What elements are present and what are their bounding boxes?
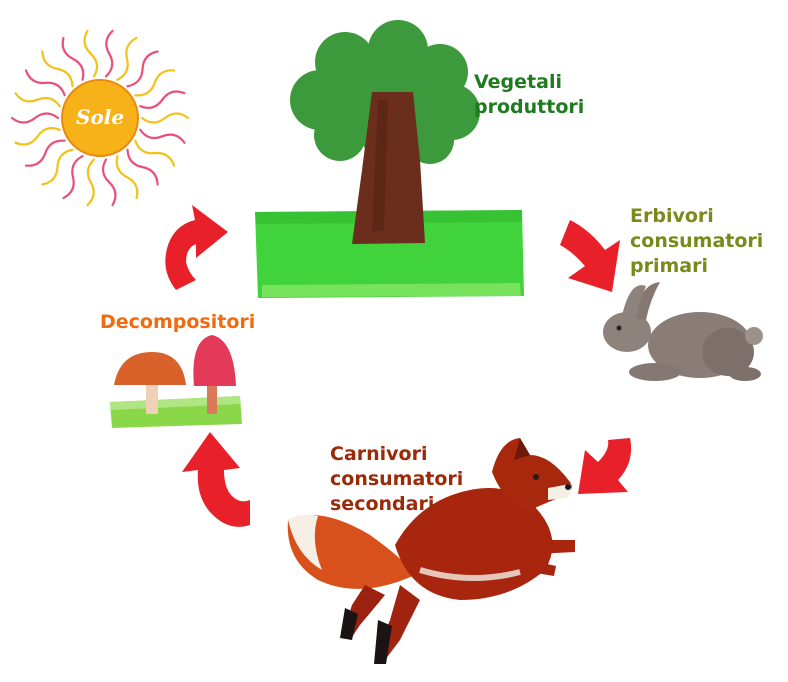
sun-ray — [126, 148, 159, 186]
rabbit-head — [603, 312, 651, 352]
sun-ray — [104, 29, 114, 78]
sun-illustration: Sole — [10, 29, 190, 207]
herbivores-label-line-2: consumatori — [630, 230, 764, 252]
sun-ray — [14, 127, 61, 146]
carnivores-label: Carnivori consumatori secondari — [330, 442, 463, 517]
sun-ray — [14, 92, 61, 108]
sun-ray — [24, 69, 66, 97]
producers-label: Vegetali produttori — [474, 70, 584, 120]
fox-illustration — [287, 438, 575, 664]
sun-ray — [140, 112, 190, 124]
red-mushroom-cap — [193, 335, 236, 386]
sun-ray — [41, 50, 74, 88]
sun-rays — [10, 29, 190, 207]
sun-ray — [83, 29, 99, 78]
arrow-to-carnivores — [578, 438, 632, 494]
arrow-to-herbivores — [560, 220, 620, 292]
sun-ray — [61, 36, 85, 81]
sun-ray — [101, 158, 117, 207]
producers-label-line-2: produttori — [474, 96, 585, 118]
sun-ray — [134, 139, 176, 167]
decomposers-label-line-1: Decompositori — [100, 311, 256, 333]
decomposers-label: Decompositori — [100, 310, 255, 335]
sun-disc — [61, 79, 139, 157]
sun-ray — [62, 155, 84, 200]
arrow-to-producers — [165, 205, 228, 290]
sun-ray — [116, 36, 138, 81]
herbivores-label-line-1: Erbivori — [630, 205, 714, 227]
brown-mushroom-cap — [114, 352, 186, 385]
herbivores-label-line-3: primari — [630, 255, 708, 277]
producers-label-line-1: Vegetali — [474, 71, 562, 93]
tree-illustration — [290, 20, 480, 244]
carnivores-label-line-2: consumatori — [330, 468, 464, 490]
sun-ray — [10, 112, 60, 124]
mushrooms-illustration — [110, 335, 242, 428]
fox-tail — [287, 515, 415, 589]
sun-ray — [24, 139, 66, 167]
sun-ray — [139, 128, 186, 144]
sun-ray — [139, 90, 186, 109]
cycle-arrows — [165, 205, 632, 527]
sun-ray — [41, 148, 74, 186]
carnivores-label-line-3: secondari — [330, 493, 435, 515]
rabbit-illustration — [603, 282, 763, 381]
tree-trunk — [352, 92, 425, 244]
sun-label: Sole — [76, 105, 124, 129]
sun-ray — [86, 158, 96, 207]
sun-ray — [126, 50, 159, 88]
sun-ray — [134, 69, 176, 97]
herbivores-label: Erbivori consumatori primari — [630, 204, 763, 279]
sun-ray — [115, 155, 139, 200]
rabbit-ear — [634, 282, 660, 320]
arrow-to-decomposers — [182, 432, 250, 527]
carnivores-label-line-1: Carnivori — [330, 443, 428, 465]
